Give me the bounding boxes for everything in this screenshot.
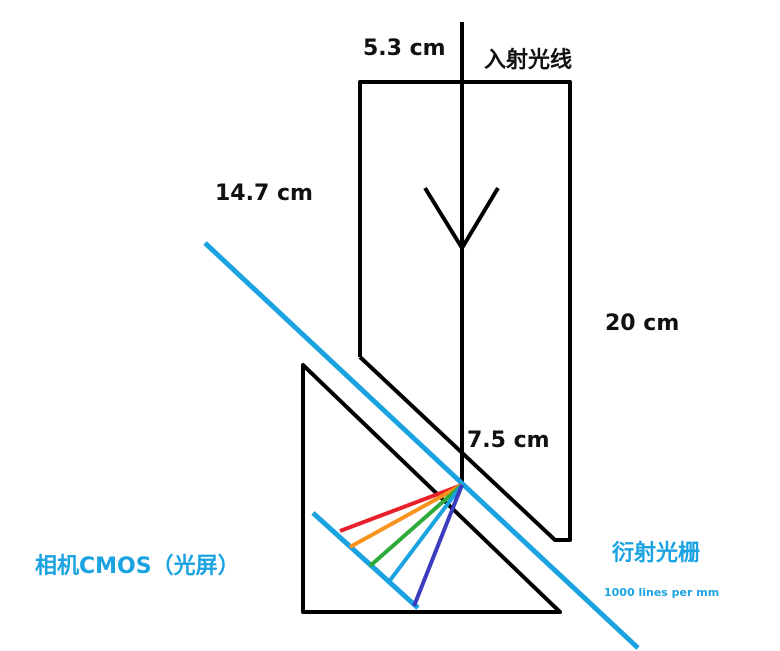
bottom-offset-label: 7.5 cm (467, 428, 550, 453)
camera-cmos-label: 相机CMOS（光屏） (35, 554, 240, 579)
left-height-label: 14.7 cm (215, 181, 313, 206)
incident-ray-arrowhead (423, 186, 500, 250)
right-height-label: 20 cm (605, 311, 679, 336)
diffraction-grating-line (203, 241, 640, 650)
grating-label: 衍射光栅 (612, 540, 700, 566)
grating-spec-label: 1000 lines per mm (604, 586, 719, 599)
top-width-label: 5.3 cm (363, 36, 446, 61)
ray-red (339, 483, 463, 533)
ray-orange (349, 483, 463, 549)
ray-cyan (386, 483, 464, 585)
enclosure-outline (358, 80, 572, 542)
incident-light-label: 入射光线 (484, 47, 572, 73)
ray-green (368, 483, 464, 568)
ray-violet (412, 484, 464, 607)
camera-sensor-line (311, 511, 420, 610)
camera-housing-triangle (301, 363, 562, 614)
